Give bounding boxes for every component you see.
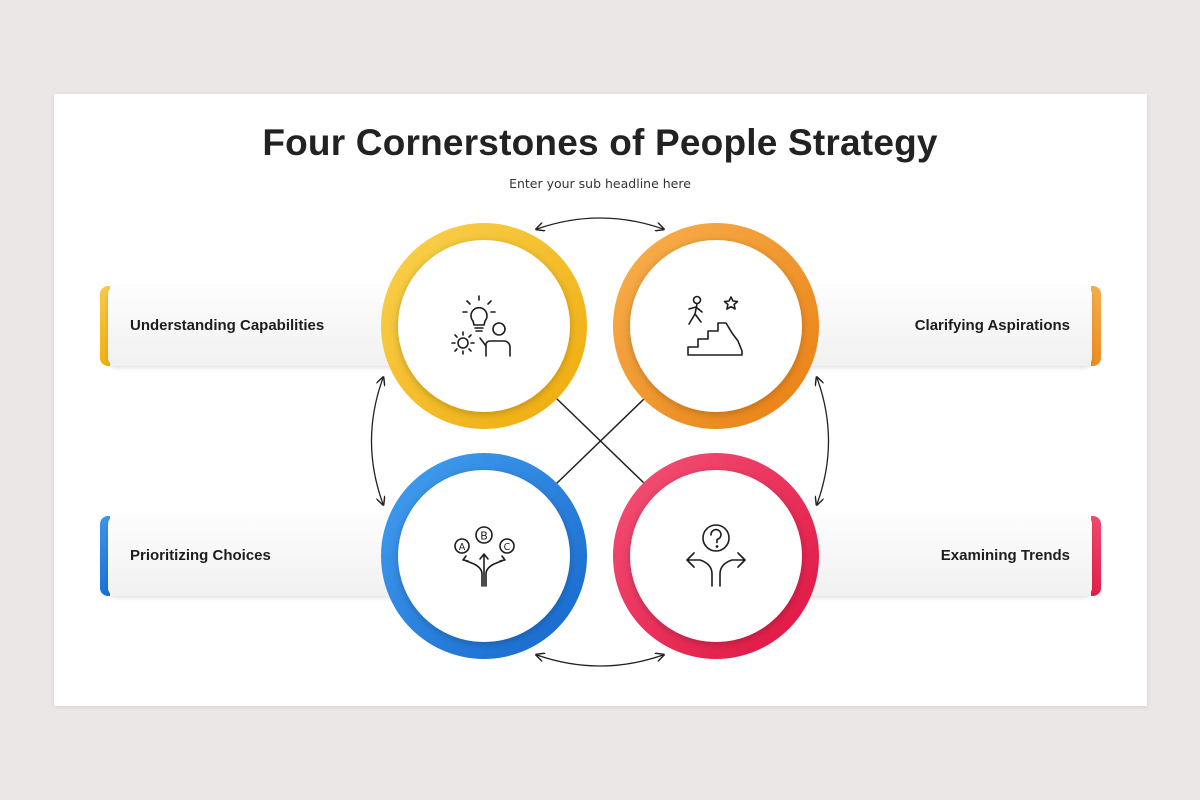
label-bar-choices <box>108 516 398 596</box>
svg-text:C: C <box>504 542 511 553</box>
label-bar-trends <box>802 516 1092 596</box>
page-subtitle: Enter your sub headline here <box>509 176 691 191</box>
circle-capabilities <box>381 223 587 429</box>
accent-bar-capabilities <box>100 286 110 366</box>
arrow-bottom <box>537 655 663 667</box>
accent-bar-trends <box>1091 516 1101 596</box>
abc-choices-arrows-icon: B A C <box>454 526 515 587</box>
svg-text:A: A <box>459 542 466 553</box>
accent-bar-aspirations <box>1091 286 1101 366</box>
climbing-stairs-star-icon <box>687 295 743 356</box>
label-choices: Prioritizing Choices <box>130 547 271 564</box>
label-trends: Examining Trends <box>940 547 1070 564</box>
connector-line <box>555 397 646 485</box>
arrow-left <box>370 378 384 504</box>
arrow-top <box>537 217 663 229</box>
label-bar-aspirations <box>802 286 1092 366</box>
label-aspirations: Clarifying Aspirations <box>914 317 1070 334</box>
label-capabilities: Understanding Capabilities <box>130 317 325 334</box>
circle-aspirations <box>613 223 819 429</box>
svg-text:B: B <box>480 530 488 543</box>
arrow-right <box>817 378 830 504</box>
label-bar-capabilities <box>108 286 398 366</box>
page-title: Four Cornerstones of People Strategy <box>262 122 938 163</box>
question-split-arrows-icon <box>686 524 746 587</box>
accent-bar-choices <box>100 516 110 596</box>
slide-background <box>54 94 1147 706</box>
idea-person-gear-icon <box>451 295 511 357</box>
circle-trends <box>613 453 819 659</box>
